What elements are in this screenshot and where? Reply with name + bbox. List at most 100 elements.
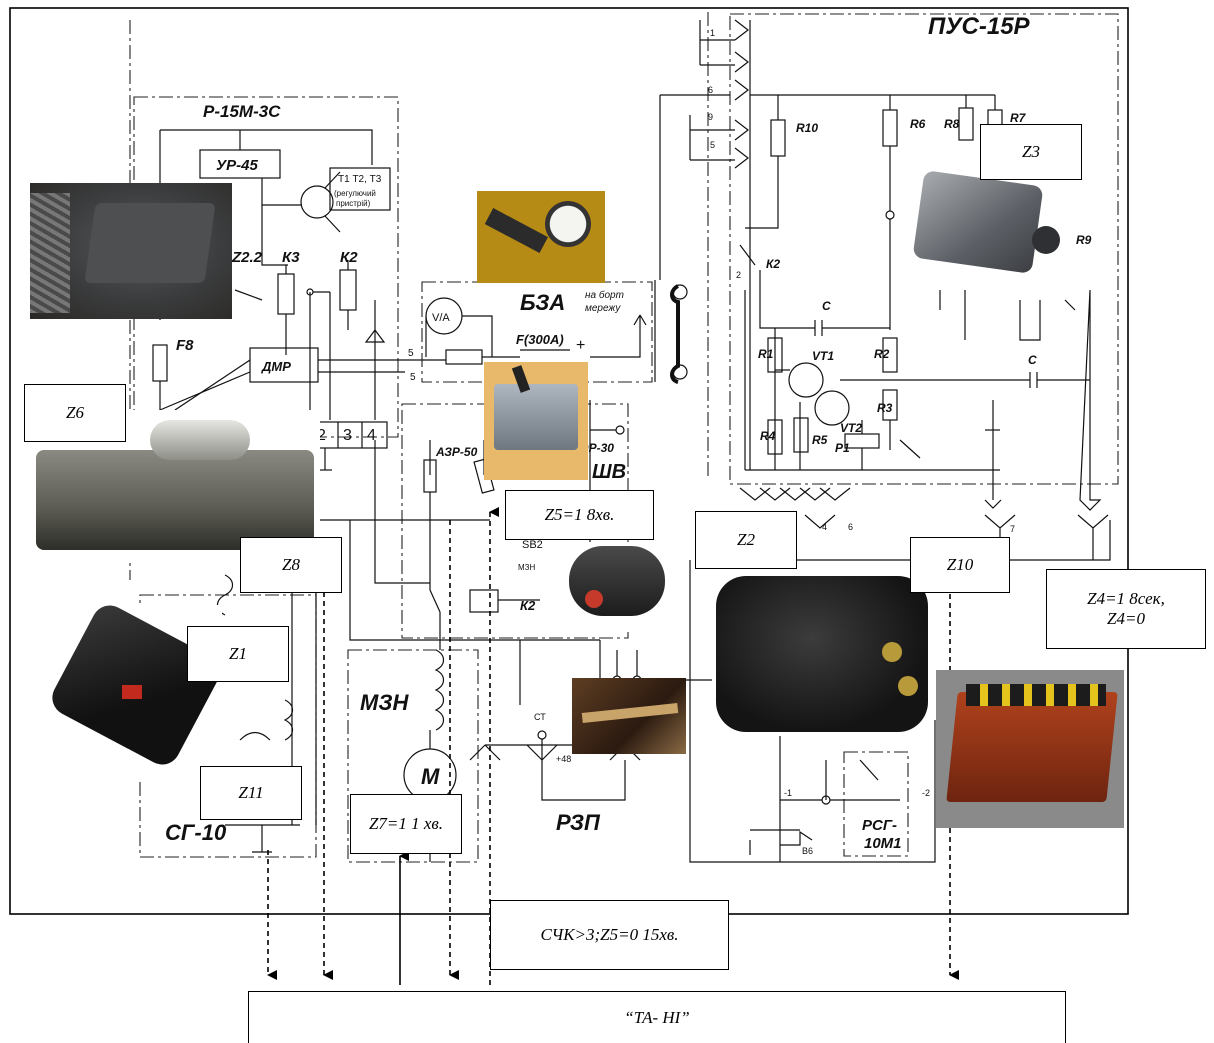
label-r9: R9 [1076,233,1092,247]
photo-gen-base [36,450,314,550]
label-term-4: 4 [367,427,376,444]
label-t123: Т1 Т2, Т3 [338,174,382,185]
label-n6b: 6 [848,522,853,532]
photo-switch-body [494,384,578,450]
label-plus: + [576,337,585,354]
label-r10: R10 [796,121,818,135]
label-n4b: 4 [822,522,827,532]
label-sg: СГ-10 [165,820,227,845]
photo-ammeter-dial [545,201,591,247]
k3-coil [277,273,295,315]
label-onboard1: на борт [585,289,624,301]
photo-ammeter [477,191,605,283]
label-p1: P1 [835,441,850,455]
label-n5c: 5 [710,140,715,150]
label-t-note2: пристрій) [336,199,371,208]
dmr-block [249,347,319,383]
label-n1: 1 [710,28,715,38]
box-z4-line2: Z4=0 [1107,609,1145,628]
box-z3: Z3 [980,124,1082,180]
r2 [882,337,898,373]
photo-battery-case [946,692,1118,802]
block-pus-outline [729,13,1119,485]
r10 [770,119,786,157]
label-va: V/A [432,312,450,324]
label-ur45: УР-45 [216,157,259,174]
photo-r15-lid [84,203,216,283]
r6 [882,109,898,147]
photo-ammeter-shunt [484,208,548,254]
box-z4-line1: Z4=1 8сек, [1087,589,1165,608]
photo-sg-terminal2 [898,676,918,696]
k2-relay-sv [469,589,499,613]
photo-pus-connector [1032,226,1060,254]
p1 [844,433,880,449]
r5 [793,417,809,453]
photo-pus-body [912,170,1044,274]
box-z11: Z11 [200,766,302,820]
label-k2: К2 [340,249,358,266]
label-plus48: +48 [556,754,571,764]
label-mzn-small: МЗН [518,563,535,572]
box-z2: Z2 [695,511,797,569]
box-z10: Z10 [910,537,1010,593]
label-onboard2: мережу [585,303,621,314]
label-n9: 9 [708,112,713,122]
label-n2b: 2 [736,270,741,280]
label-k2c: К2 [766,257,780,271]
vt1 [788,362,824,398]
t-note-box [329,167,391,211]
label-sb2: SB2 [522,539,543,551]
label-fuse: F(300A) [516,332,564,347]
k2-coil [339,269,357,311]
label-k2b: К2 [520,598,536,613]
label-r5: R5 [812,433,828,447]
label-r8: R8 [944,117,960,131]
label-vt1: VT1 [812,349,834,363]
label-r6: R6 [910,117,926,131]
box-z1: Z1 [187,626,289,682]
label-n5: 5 [408,348,414,359]
label-b6: В6 [802,846,813,856]
photo-engine-part [572,678,686,754]
label-term-2: 2 [317,427,326,444]
label-t-note1: (регулючий [334,189,376,198]
transistor-t [300,185,334,219]
f8-fuse [152,344,168,382]
box-z5: Z5=1 8хв. [505,490,654,540]
label-r1: R1 [758,347,774,361]
label-azr50: АЗР-50 [435,445,478,459]
label-term-3: 3 [343,427,352,444]
photo-sg-terminal1 [882,642,902,662]
photo-r15-cable [30,193,70,313]
box-z8: Z8 [240,537,342,593]
photo-battery [936,670,1124,828]
label-z22: Z2.2 [231,249,263,266]
label-bza: БЗА [520,290,565,315]
photo-starter-label [122,685,142,699]
label-sv: ШВ [592,461,626,483]
label-ahr30: ЭР-30 [580,441,614,455]
label-ct: СТ [534,712,546,722]
r1 [767,337,783,373]
r4 [767,419,783,455]
block-mzn-outline [347,649,479,863]
label-r2: R2 [874,347,890,361]
photo-battery-top [966,684,1106,706]
box-ta-ni: “ТА- НІ” [248,991,1066,1043]
label-m1: -1 [784,788,792,798]
label-f8: F8 [176,337,194,354]
label-rzp: РЗП [556,810,601,835]
shunt [445,349,483,365]
label-pus: ПУС-15Р [928,13,1031,40]
label-c1: С [822,299,831,313]
photo-relay-body [569,546,665,616]
label-rsg1: РСГ- [862,817,897,834]
label-n6: 6 [708,85,713,95]
block-rsg-outline [843,751,909,857]
r8 [958,107,974,141]
label-r7: R7 [1010,111,1027,125]
label-dmr: ДМР [261,359,291,374]
